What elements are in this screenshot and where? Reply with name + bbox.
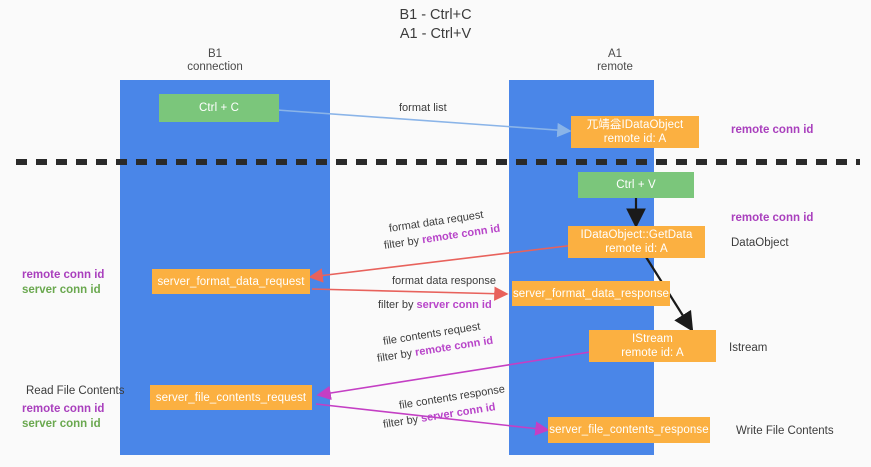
filter-key-server-conn-id: server conn id: [416, 299, 492, 311]
side-label-left-remote-conn-id-bottom: remote conn id: [22, 403, 105, 415]
side-label-remote-conn-id-top: remote conn id: [731, 124, 814, 136]
side-label-left-server-conn-id-bottom: server conn id: [22, 418, 101, 430]
node-server-format-data-response[interactable]: server_format_data_response: [512, 281, 670, 306]
node-ctrl-c-label: Ctrl + C: [198, 102, 240, 114]
edge-label-format-data-response: format data response: [392, 275, 496, 287]
side-label-remote-conn-id-mid: remote conn id: [731, 212, 814, 224]
node-idataobject-top[interactable]: 兀靖益IDataObject remote id: A: [571, 116, 699, 148]
node-idataobject-getdata[interactable]: IDataObject::GetData remote id: A: [568, 226, 705, 258]
page-title-line-1: B1 - Ctrl+C: [399, 7, 472, 23]
side-label-dataobject: DataObject: [731, 237, 789, 249]
lane-header-a1: A1 remote: [545, 48, 685, 74]
node-server-format-data-request-label: server_format_data_request: [157, 275, 305, 288]
filter-prefix: filter by: [383, 234, 424, 252]
node-server-format-data-request[interactable]: server_format_data_request: [152, 269, 310, 294]
filter-prefix: filter by: [382, 412, 423, 431]
node-server-file-contents-request[interactable]: server_file_contents_request: [150, 385, 312, 410]
edge-label-format-list: format list: [399, 102, 447, 114]
page-title-line-2: A1 - Ctrl+V: [399, 26, 472, 42]
node-getdata-line-2: remote id: A: [605, 243, 668, 255]
lane-a1-remote-wide: [509, 160, 654, 455]
lane-header-a1-line-2: remote: [597, 61, 633, 73]
side-label-write-file-contents: Write File Contents: [736, 425, 834, 437]
node-server-file-contents-response-label: server_file_contents_response: [549, 424, 709, 436]
node-ctrl-v-label: Ctrl + V: [616, 179, 656, 191]
node-istream-line-2: remote id: A: [621, 347, 684, 359]
page-title: B1 - Ctrl+C A1 - Ctrl+V: [0, 6, 871, 44]
side-label-read-file-contents: Read File Contents: [26, 385, 125, 397]
filter-prefix: filter by: [376, 346, 417, 365]
side-label-istream: Istream: [729, 342, 768, 354]
node-istream[interactable]: IStream remote id: A: [589, 330, 716, 362]
node-server-file-contents-request-label: server_file_contents_request: [155, 391, 307, 404]
lane-header-b1-line-2: connection: [187, 61, 243, 73]
node-ctrl-v[interactable]: Ctrl + V: [578, 172, 694, 198]
side-label-left-remote-conn-id-mid: remote conn id: [22, 269, 105, 281]
lane-header-a1-line-1: A1: [607, 48, 623, 60]
node-idataobject-top-line-2: remote id: A: [603, 133, 667, 145]
node-server-format-data-response-label: server_format_data_response: [512, 287, 670, 300]
lane-header-b1: B1 connection: [145, 48, 285, 74]
node-istream-line-1: IStream: [632, 333, 673, 345]
filter-prefix: filter by: [378, 299, 417, 311]
side-label-left-server-conn-id-mid: server conn id: [22, 284, 101, 296]
edge-label-format-data-response-filter: filter by server conn id: [378, 298, 492, 312]
arrow-format-data-response: [311, 286, 509, 301]
node-idataobject-top-line-1: 兀靖益IDataObject: [586, 119, 684, 131]
node-server-file-contents-response[interactable]: server_file_contents_response: [548, 417, 710, 443]
node-getdata-line-1: IDataObject::GetData: [580, 229, 693, 241]
node-ctrl-c[interactable]: Ctrl + C: [159, 94, 279, 122]
lane-header-b1-line-1: B1: [207, 48, 223, 60]
